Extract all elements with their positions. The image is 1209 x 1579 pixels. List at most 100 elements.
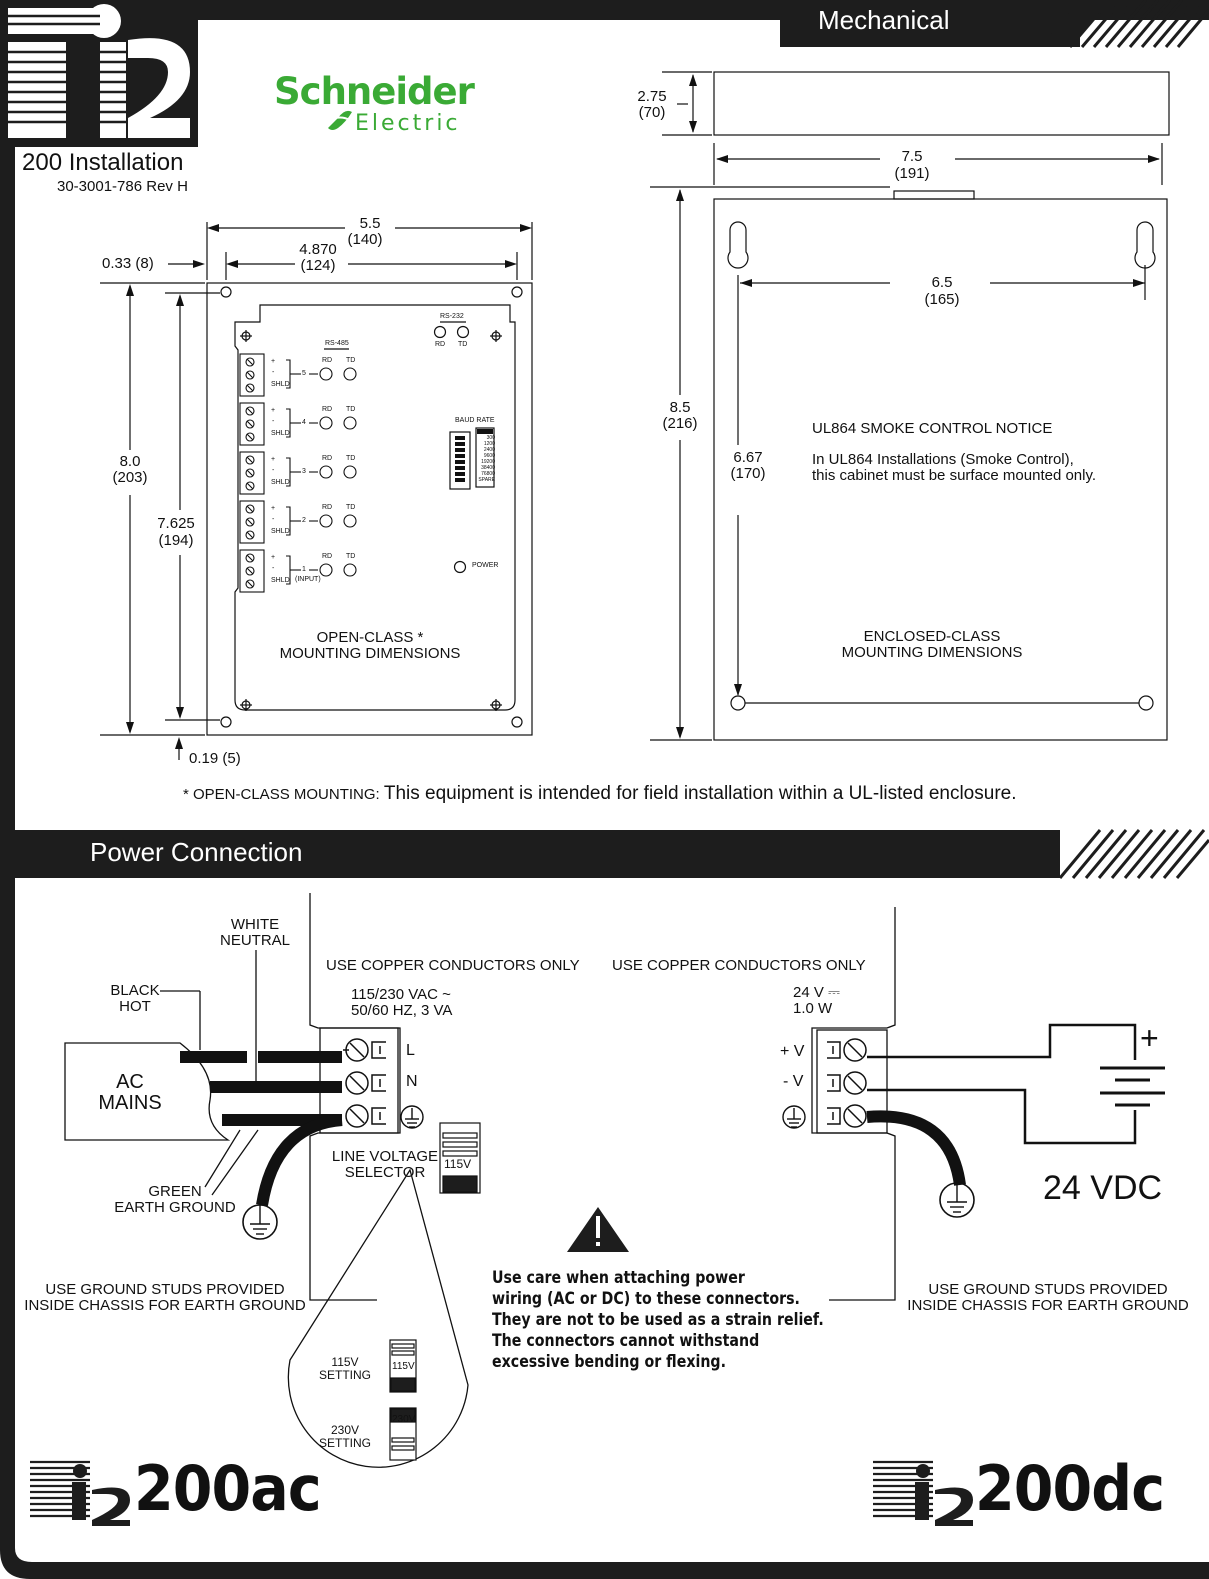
ac-mains-label-2: MAINS [98,1092,162,1114]
port-plus-label: + [271,554,276,561]
terminal-screw [245,383,255,393]
dim-height-open-mm: (203) [112,469,148,486]
port-minus-label: - [272,467,275,474]
setting-230-switch: 230V [392,1414,416,1425]
port-minus-label: - [272,516,275,523]
td-led [343,367,357,381]
port-minus-label: - [272,565,275,572]
dim-hole-span-open: 4.870 [299,241,337,258]
rs485-label: RS-485 [325,340,349,347]
port-shld-label: SHLD [271,381,290,388]
i2-logo [0,0,198,147]
model-200dc: 200dc [975,1452,1165,1525]
terminal-screw [245,530,255,540]
port-input-label: (INPUT) [295,576,321,583]
dim-hole-height-open-mm: (194) [158,532,194,549]
line-voltage-selector-2: SELECTOR [344,1164,426,1181]
baud-2400: 2400 [483,447,495,453]
port-plus-label: + [271,505,276,512]
section-title-mechanical: Mechanical [818,5,950,35]
terminal-block [239,549,265,593]
td-led [343,514,357,528]
dc-rating-2: 1.0 W [793,1000,833,1017]
ac-copper-notice: USE COPPER CONDUCTORS ONLY [326,957,580,974]
line-voltage-selector-1: LINE VOLTAGE [331,1148,439,1165]
terminal-screw [245,357,255,367]
terminal-screw [245,566,255,576]
port-plus-label: + [271,358,276,365]
dc-terminal-positive: + V [780,1043,805,1060]
setting-115-label-2: SETTING [318,1368,371,1382]
port-number: 1 [302,566,306,573]
td-led [343,416,357,430]
baud-76800: 76800 [481,471,495,477]
line-voltage-switch-value: 115V [444,1157,472,1171]
i2-mini-logo-ac [30,1460,130,1526]
i2-mini-logo-dc [873,1460,973,1526]
footnote-prefix: * OPEN-CLASS MOUNTING: [183,786,380,803]
warning-line-5: excessive bending or flexing. [492,1352,726,1371]
baud-9600: 9600 [483,453,495,459]
rs232-rd: RD [435,341,446,348]
dc-ground-studs-1: USE GROUND STUDS PROVIDED [928,1281,1168,1298]
setting-115-switch: 115V [392,1361,415,1372]
ac-ground-studs-2: INSIDE CHASSIS FOR EARTH GROUND [24,1297,306,1314]
port-rd-label: RD [322,357,333,364]
ac-rating-2: 50/60 HZ, 3 VA [351,1002,453,1019]
green-ground-label-1: GREEN [148,1183,202,1200]
dim-hole-span-enclosed-mm: (165) [924,291,960,308]
dim-depth-enclosed-mm: (70) [638,104,666,121]
doc-title: 200 Installation [22,149,184,176]
dim-hole-span-enclosed: 6.5 [931,274,953,291]
terminal-block [239,451,265,495]
terminal-block [239,500,265,544]
white-neutral-label-2: NEUTRAL [219,932,290,949]
port-td-label: TD [346,455,356,462]
port-number: 5 [302,370,306,377]
port-minus-label: - [272,418,275,425]
terminal-screw [245,419,255,429]
port-td-label: TD [346,553,356,560]
setting-230-label-1: 230V [330,1423,360,1437]
baud-rate-label: BAUD RATE [455,417,495,424]
port-minus-label: - [272,369,275,376]
rs232-label: RS-232 [440,313,464,320]
baud-values: 300 1200 2400 9600 19200 38400 76800 SPA… [477,435,495,483]
ac-rating-1: 115/230 VAC ~ [351,986,451,1003]
warning-icon [567,1207,629,1252]
ac-ground-studs-1: USE GROUND STUDS PROVIDED [45,1281,285,1298]
terminal-screw [245,553,255,563]
baud-38400: 38400 [481,465,495,471]
port-rd-label: RD [322,455,333,462]
footnote-text: This equipment is intended for field ins… [383,783,1017,804]
warning-line-2: wiring (AC or DC) to these connectors. [492,1289,800,1308]
dim-width-open: 5.5 [359,215,381,232]
setting-230-label-2: SETTING [318,1436,371,1450]
ac-terminal-l: L [406,1042,415,1059]
power-led-label: POWER [472,562,499,569]
dim-left-offset: 0.33 (8) [102,255,154,272]
warning-line-1: Use care when attaching power [492,1268,745,1287]
rd-led [319,514,333,528]
black-hot-label-1: BLACK [110,982,160,999]
schneider-wordmark: Schneider [274,70,475,113]
port-shld-label: SHLD [271,430,290,437]
baud-spare: SPARE [478,477,495,483]
dim-hole-height-enclosed-mm: (170) [730,465,766,482]
port-rd-label: RD [322,553,333,560]
terminal-screw [245,504,255,514]
port-number: 2 [302,517,306,524]
warning-line-4: The connectors cannot withstand [492,1331,760,1350]
port-td-label: TD [346,357,356,364]
terminal-screw [245,432,255,442]
enclosed-class-label-1: ENCLOSED-CLASS [863,628,1001,645]
terminal-screw [245,370,255,380]
dc-ground-studs-2: INSIDE CHASSIS FOR EARTH GROUND [907,1297,1189,1314]
open-class-label-2: MOUNTING DIMENSIONS [279,645,461,662]
port-rd-label: RD [322,406,333,413]
ul864-notice-line-2: this cabinet must be surface mounted onl… [812,467,1097,484]
ul864-notice-title: UL864 SMOKE CONTROL NOTICE [812,420,1053,437]
electric-wordmark: Electric [355,111,461,136]
doc-number: 30-3001-786 Rev H [57,178,188,195]
dc-terminal-negative: - V [783,1073,804,1090]
